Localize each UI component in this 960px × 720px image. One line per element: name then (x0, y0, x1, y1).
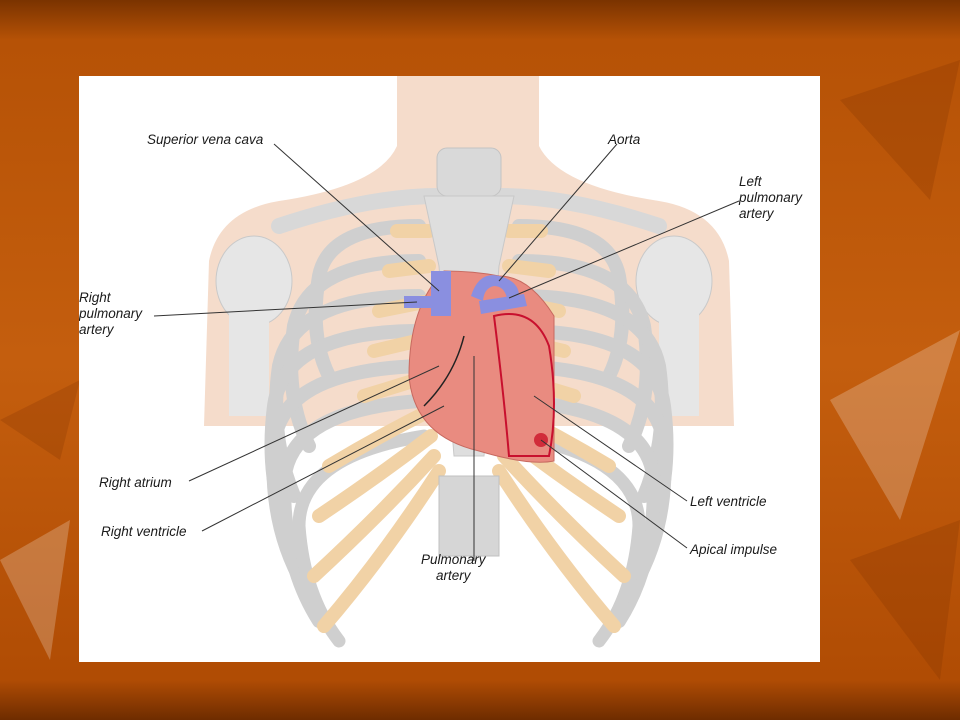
left-pulmonary-vessel (479, 294, 527, 314)
label-right-pulmonary-artery-line2: pulmonary (79, 306, 143, 321)
diagram-panel: Superior vena cava Aorta Left pulmonary … (79, 76, 820, 662)
vertebra (436, 147, 502, 197)
chest-heart-illustration (153, 76, 740, 648)
label-left-ventricle: Left ventricle (690, 494, 767, 509)
label-left-pulmonary-artery-line2: pulmonary (739, 190, 803, 205)
left-ventricle-outline (492, 313, 555, 457)
label-pulmonary-artery: Pulmonary artery (421, 552, 486, 584)
label-aorta: Aorta (608, 132, 641, 147)
spine-lower (438, 475, 500, 557)
aorta-arch (471, 275, 519, 301)
label-apical-impulse: Apical impulse (690, 542, 778, 557)
label-right-ventricle: Right ventricle (101, 524, 187, 539)
label-left-pulmonary-artery-line3: artery (739, 206, 774, 221)
label-right-pulmonary-artery-line1: Right (79, 290, 111, 305)
label-left-pulmonary-artery: Left pulmonary artery (739, 174, 802, 222)
label-right-pulmonary-artery-line3: artery (79, 322, 114, 337)
leader-lines (153, 143, 740, 561)
label-left-pulmonary-artery-line1: Left (739, 174, 762, 189)
label-right-pulmonary-artery: Right pulmonary artery (79, 290, 142, 338)
label-superior-vena-cava: Superior vena cava (147, 132, 264, 147)
heart-sulcus (423, 335, 465, 407)
superior-vena-cava (431, 271, 451, 316)
right-clavicle (491, 188, 667, 234)
label-pulmonary-artery-line1: Pulmonary (421, 552, 486, 567)
left-humerus (229, 306, 269, 416)
label-right-atrium: Right atrium (99, 475, 172, 490)
left-clavicle (271, 188, 447, 234)
label-pulmonary-artery-line2: artery (436, 568, 471, 583)
pulmonary-vessels (404, 296, 439, 308)
rib-cage (264, 219, 674, 648)
